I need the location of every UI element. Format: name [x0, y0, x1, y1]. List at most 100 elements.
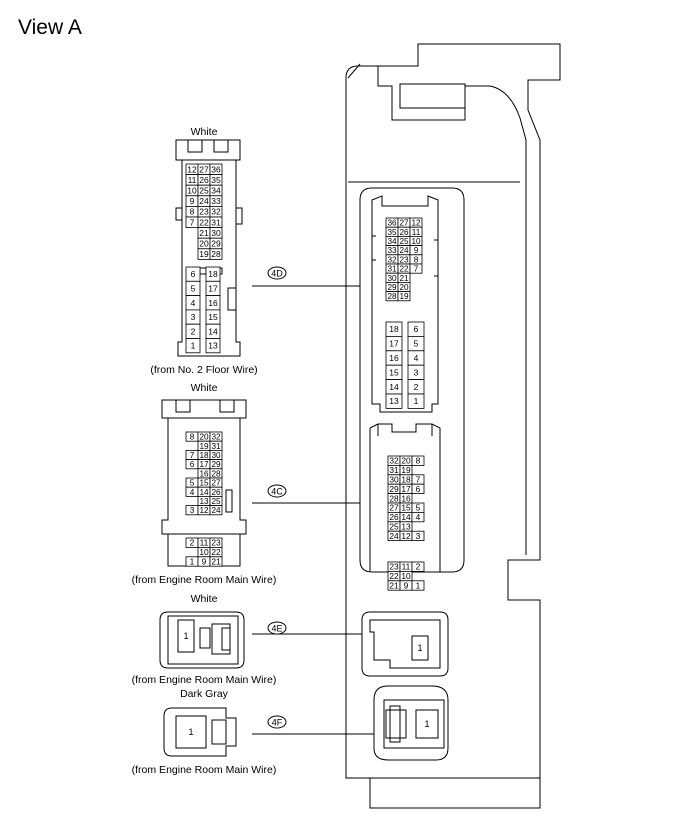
badge-4e: 4E — [271, 624, 282, 634]
connector-4f-source: (from Engine Room Main Wire) — [131, 764, 277, 776]
pin-label: 24 — [389, 531, 399, 541]
pin-label: 22 — [211, 547, 221, 557]
pin-label: 3 — [414, 367, 419, 377]
pin-label: 11 — [412, 228, 421, 237]
pin-label: 9 — [414, 246, 419, 255]
pin-label: 29 — [389, 484, 399, 494]
pin-label: 1 — [190, 557, 195, 567]
pin-label: 4 — [191, 298, 196, 308]
junction-block — [345, 43, 561, 809]
pin-label: 25 — [399, 237, 409, 246]
pin-label: 5 — [191, 283, 196, 293]
pin-label: 6 — [416, 484, 421, 494]
pin-label: 15 — [199, 479, 209, 488]
pin-label: 16 — [199, 469, 209, 478]
pin-cell — [407, 393, 425, 409]
pin-label: 29 — [211, 239, 221, 249]
pin-label: 21 — [199, 228, 209, 238]
badge-4c: 4C — [271, 487, 283, 497]
pin-cell — [397, 291, 411, 302]
badge-4f: 4F — [272, 718, 283, 728]
pin-label: 3 — [191, 312, 196, 322]
pin-label: 14 — [389, 382, 399, 392]
pin-label: 15 — [389, 367, 399, 377]
pin-label: 36 — [387, 219, 397, 228]
pin-label: 1 — [191, 341, 196, 351]
pin-label: 31 — [211, 217, 221, 227]
pin-label: 6 — [191, 269, 196, 279]
pin-cell — [411, 512, 425, 523]
pin-label: 25 — [211, 497, 221, 506]
pin-label: 28 — [387, 292, 397, 301]
pin-label: 8 — [190, 207, 195, 217]
pin-cell — [209, 505, 223, 516]
pin-label: 21 — [211, 557, 221, 567]
pin-cell — [205, 338, 221, 354]
pin-label: 14 — [401, 512, 411, 522]
pin-label: 24 — [399, 246, 409, 255]
pin-label: 13 — [401, 522, 411, 532]
pin-label: 30 — [211, 228, 221, 238]
pin-label: 20 — [199, 433, 209, 442]
pin-label: 18 — [389, 324, 399, 334]
connector-id-badges: 4D 4C 4E 4F — [267, 266, 287, 729]
pin-label: 25 — [389, 522, 399, 532]
pin-label: 2 — [190, 538, 195, 548]
pin-label: 9 — [404, 581, 409, 591]
pin-cell — [411, 580, 425, 591]
pin-label: 7 — [190, 451, 195, 460]
pin-label: 1 — [188, 727, 193, 737]
pin-label: 10 — [401, 571, 411, 581]
pin-label: 16 — [401, 493, 411, 503]
pin-label: 22 — [399, 265, 409, 274]
pin-label: 23 — [389, 562, 399, 572]
pin-label: 7 — [414, 265, 419, 274]
pin-label: 31 — [211, 442, 221, 451]
pin-label: 10 — [187, 186, 197, 196]
leader-lines — [252, 285, 374, 735]
pin-label: 30 — [389, 475, 399, 485]
pin-label: 7 — [416, 475, 421, 485]
connector-4c-color: White — [190, 382, 218, 394]
pin-label: 27 — [389, 503, 399, 513]
connector-4d-color: White — [190, 126, 218, 138]
pin-label: 22 — [389, 571, 399, 581]
pin-label: 6 — [190, 460, 195, 469]
pin-cell — [411, 561, 425, 572]
connector-4c-drawing — [161, 399, 247, 567]
pin-label: 2 — [414, 382, 419, 392]
pin-label: 32 — [211, 433, 221, 442]
pin-label: 27 — [199, 164, 209, 174]
pin-label: 8 — [190, 433, 195, 442]
pin-label: 33 — [211, 196, 221, 206]
pin-label: 1 — [416, 581, 421, 591]
pin-label: 28 — [211, 249, 221, 259]
pin-label: 32 — [211, 207, 221, 217]
connector-4f-color: Dark Gray — [180, 688, 228, 700]
pin-label: 19 — [399, 292, 409, 301]
pin-cell — [385, 393, 403, 409]
connector-4e-drawing — [159, 611, 245, 669]
pin-label: 5 — [416, 503, 421, 513]
pin-label: 24 — [211, 506, 221, 515]
pin-label: 8 — [416, 456, 421, 466]
pin-label: 20 — [399, 283, 409, 292]
pin-label: 1 — [183, 631, 188, 641]
pin-cell — [411, 455, 425, 466]
pin-label: 31 — [389, 465, 399, 475]
pin-label: 3 — [416, 531, 421, 541]
pin-label: 11 — [188, 175, 197, 185]
pin-label: 14 — [208, 326, 218, 336]
pin-label: 1 — [417, 643, 422, 653]
pin-label: 5 — [414, 339, 419, 349]
pin-label: 10 — [411, 237, 421, 246]
pin-label: 1 — [414, 396, 419, 406]
connector-4d-source: (from No. 2 Floor Wire) — [150, 364, 258, 376]
pin-label: 14 — [199, 488, 209, 497]
pin-label: 4 — [190, 488, 195, 497]
pin-label: 15 — [208, 312, 218, 322]
pin-label: 27 — [211, 479, 221, 488]
connector-4e-color: White — [190, 593, 218, 605]
pin-label: 26 — [199, 175, 209, 185]
